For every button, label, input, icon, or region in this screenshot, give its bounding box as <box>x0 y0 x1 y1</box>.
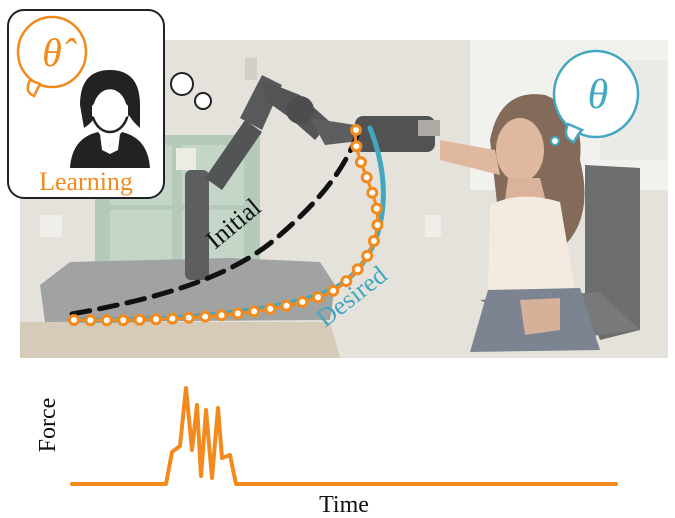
thought-bubble-dot-small <box>194 92 212 110</box>
person-icon <box>70 70 150 168</box>
robot-belief-box: θ̂ Learning <box>7 9 165 199</box>
trajectory-marker <box>100 314 113 327</box>
learned-trajectory-markers <box>68 124 384 327</box>
person <box>440 94 600 352</box>
trajectory-marker <box>150 313 162 326</box>
table <box>20 322 340 358</box>
trajectory-marker <box>340 275 353 288</box>
trajectory-marker <box>361 249 374 262</box>
theta-symbol: θ <box>588 72 609 118</box>
trajectory-marker <box>68 314 80 326</box>
trajectory-marker <box>354 156 367 169</box>
force-axis-label: Force <box>35 398 61 453</box>
trajectory-marker <box>360 171 373 184</box>
force-signal-line <box>70 386 618 486</box>
initial-trajectory <box>69 125 363 317</box>
trajectory-marker <box>350 124 362 136</box>
thought-bubble-dot-large <box>170 72 194 96</box>
force-plot: Force Time <box>35 386 618 518</box>
human-belief-bubble: θ <box>550 49 640 146</box>
trajectory-marker <box>84 314 97 327</box>
trajectory-marker <box>367 235 380 247</box>
trajectory-marker <box>350 140 363 153</box>
trajectory-marker <box>182 311 195 324</box>
trajectory-marker <box>133 313 146 326</box>
trajectory-marker <box>370 202 383 215</box>
trajectory-marker <box>312 291 325 304</box>
trajectory-marker <box>248 305 261 318</box>
trajectory-marker <box>327 284 340 297</box>
trajectory-marker <box>117 314 130 327</box>
learning-label: Learning <box>39 167 133 196</box>
trajectory-marker <box>215 309 228 322</box>
robot-arm <box>185 75 440 280</box>
trajectory-marker <box>166 312 179 325</box>
time-axis-label: Time <box>319 492 369 518</box>
trajectory-marker <box>296 296 309 308</box>
trajectory-marker <box>264 302 277 315</box>
trajectory-marker <box>351 263 364 276</box>
robot-thought-bubble <box>16 15 88 89</box>
trajectory-marker <box>366 186 379 199</box>
trajectory-marker <box>231 307 244 320</box>
trajectory-marker <box>280 299 293 312</box>
trajectory-marker <box>371 219 384 231</box>
trajectory-marker <box>199 310 212 323</box>
